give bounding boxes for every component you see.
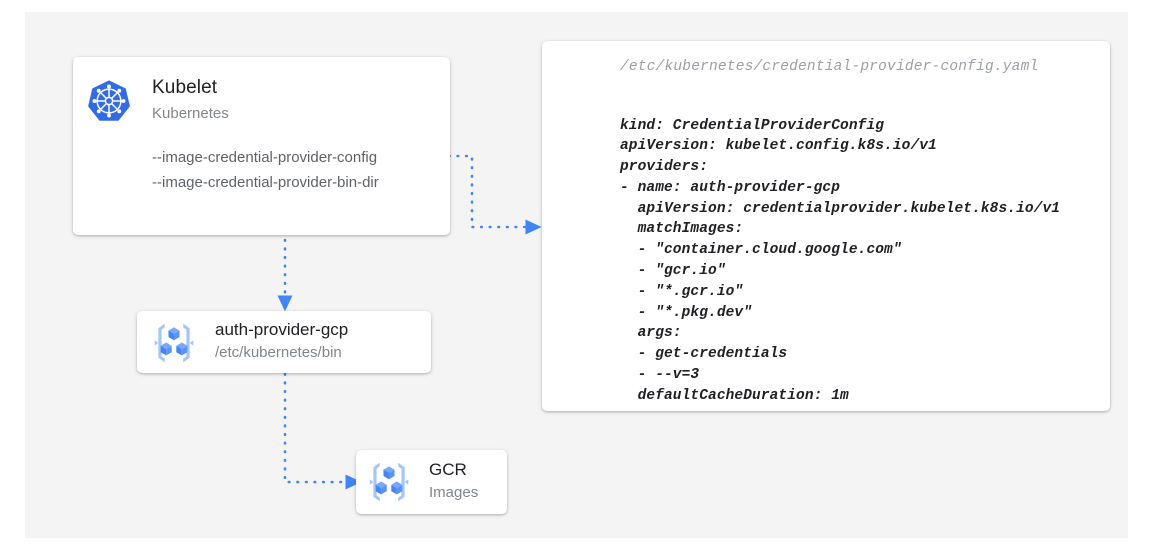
auth-provider-title: auth-provider-gcp — [215, 320, 349, 339]
kubelet-subtitle: Kubernetes — [152, 105, 229, 122]
auth-provider-subtitle: /etc/kubernetes/bin — [215, 344, 342, 361]
yaml-file-path: /etc/kubernetes/credential-provider-conf… — [620, 59, 1039, 75]
kubelet-flag-bin-dir: --image-credential-provider-bin-dir — [152, 174, 379, 191]
node-gcr[interactable]: GCR Images — [356, 450, 507, 514]
gcr-subtitle: Images — [429, 484, 479, 501]
node-kubelet[interactable]: Kubelet Kubernetes --image-credential-pr… — [73, 57, 450, 235]
yaml-content: kind: CredentialProviderConfig apiVersio… — [620, 117, 1061, 404]
gcr-title: GCR — [429, 460, 467, 479]
node-auth-provider-gcp[interactable]: auth-provider-gcp /etc/kubernetes/bin — [137, 311, 431, 373]
kubelet-flag-config: --image-credential-provider-config — [152, 149, 378, 166]
kubelet-flag-list: --image-credential-provider-config --ima… — [152, 145, 379, 195]
kubelet-title: Kubelet — [152, 77, 218, 98]
kubernetes-logo-icon — [88, 80, 130, 121]
gcr-container-registry-icon — [369, 462, 409, 502]
credential-provider-config-panel[interactable]: /etc/kubernetes/credential-provider-conf… — [542, 41, 1110, 411]
gcr-container-registry-icon — [154, 323, 194, 363]
